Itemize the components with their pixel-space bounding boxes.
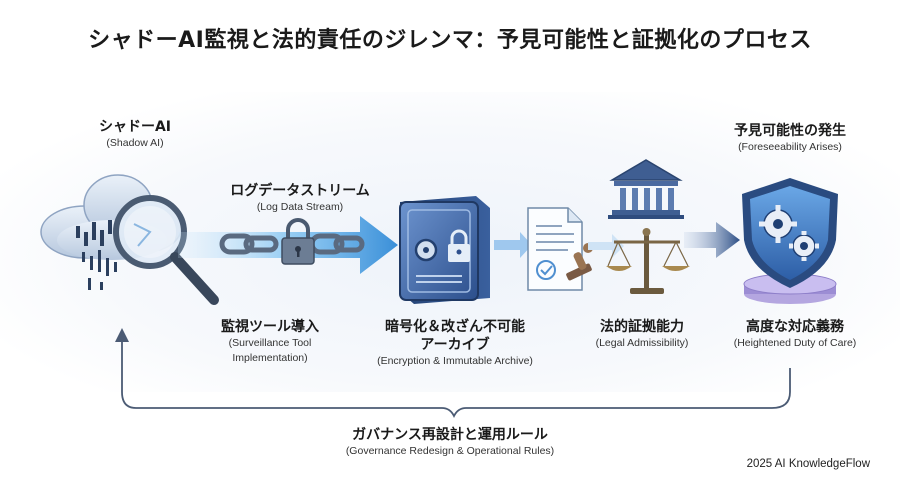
page-title: シャドーAI監視と法的責任のジレンマ：予見可能性と証拠化のプロセス [88, 28, 812, 53]
chain-lock-icon [178, 216, 398, 274]
feedback-loop-line [121, 330, 791, 419]
scales-icon [606, 228, 690, 294]
monitoring-subtitle-2: Implementation) [232, 352, 308, 364]
footer-credit: 2025 AI KnowledgeFlow [746, 458, 870, 470]
legal-subtitle: (Legal Admissibility) [595, 337, 689, 349]
shadow-ai-subtitle: (Shadow AI) [106, 137, 164, 149]
legal-title: 法的証拠能力 [600, 319, 684, 335]
safe-icon [399, 196, 490, 304]
governance-label: ガバナンス再設計と運用ルール (Governance Redesign & Op… [300, 426, 600, 459]
duty-title: 高度な対応義務 [746, 319, 844, 335]
governance-subtitle: (Governance Redesign & Operational Rules… [345, 445, 555, 457]
foresee-label: 予見可能性の発生 (Foreseeability Arises) [710, 122, 870, 155]
document-stamp-icon [527, 207, 593, 291]
flow-arrow-3 [684, 222, 740, 258]
archive-subtitle: (Encryption & Immutable Archive) [377, 355, 533, 367]
log-stream-subtitle: (Log Data Stream) [256, 201, 344, 213]
archive-label: 暗号化＆改ざん不可能 アーカイブ (Encryption & Immutable… [355, 318, 555, 369]
governance-title: ガバナンス再設計と運用ルール [352, 427, 548, 443]
courthouse-icon [608, 159, 684, 219]
legal-label: 法的証拠能力 (Legal Admissibility) [572, 318, 712, 351]
archive-title-2: アーカイブ [420, 337, 490, 353]
shield-gear-icon [742, 178, 838, 304]
shadow-ai-label: シャドーAI (Shadow AI) [60, 118, 210, 151]
flow-arrow-1 [494, 232, 532, 258]
foresee-subtitle: (Foreseeability Arises) [738, 141, 842, 153]
log-stream-label: ログデータストリーム (Log Data Stream) [220, 182, 380, 215]
archive-title-1: 暗号化＆改ざん不可能 [385, 319, 525, 335]
shadow-ai-title: シャドーAI [98, 119, 172, 135]
feedback-arrowhead [115, 328, 129, 342]
duty-subtitle: (Heightened Duty of Care) [733, 337, 857, 349]
monitoring-title: 監視ツール導入 [221, 319, 319, 335]
foresee-title: 予見可能性の発生 [734, 123, 846, 139]
duty-label: 高度な対応義務 (Heightened Duty of Care) [710, 318, 880, 351]
flow-arrow-2 [588, 234, 624, 258]
log-stream-title: ログデータストリーム [230, 183, 370, 199]
monitoring-subtitle-1: (Surveillance Tool [228, 337, 312, 349]
monitoring-label: 監視ツール導入 (Surveillance Tool Implementatio… [190, 318, 350, 366]
